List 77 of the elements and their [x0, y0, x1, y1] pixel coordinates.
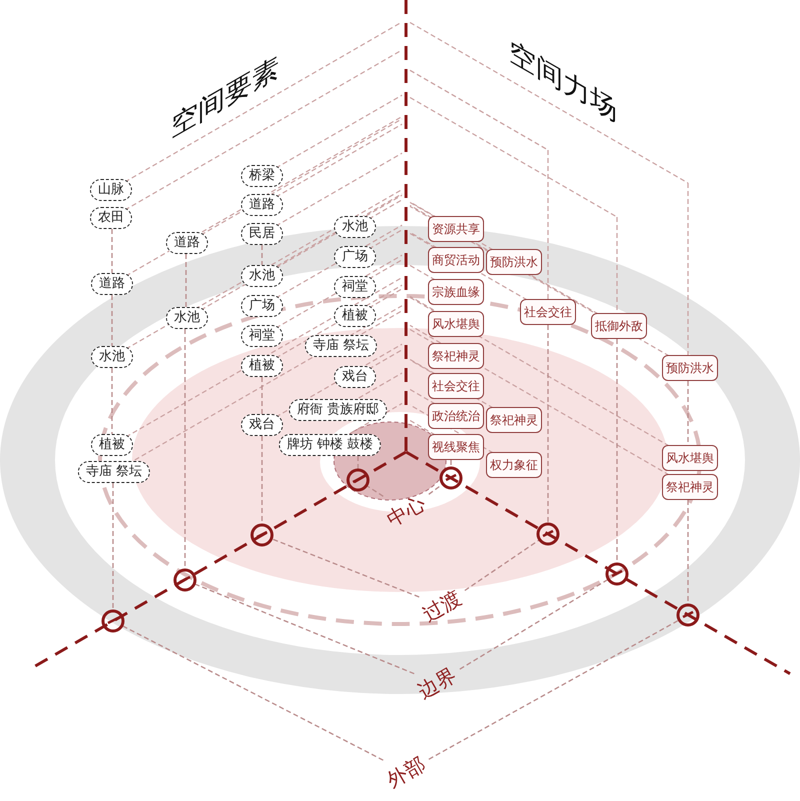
drop-line	[261, 436, 263, 524]
spatial-element-tag: 祠堂	[241, 325, 283, 347]
drop-line	[111, 229, 113, 273]
spatial-element-tag: 道路	[241, 194, 283, 216]
zone-label: 外部	[383, 752, 429, 792]
spatial-element-tag: 水池	[241, 265, 283, 287]
spatial-element-tag: 桥梁	[241, 165, 283, 187]
spatial-element-tag: 牌坊 钟楼 鼓楼	[278, 434, 382, 456]
drop-line	[687, 500, 689, 604]
ring-marker-icon	[439, 466, 463, 490]
ring-marker-icon	[173, 568, 197, 592]
spatial-force-tag: 权力象征	[486, 452, 542, 478]
spatial-element-tag: 水池	[166, 307, 208, 329]
spatial-force-tag: 预防洪水	[486, 249, 542, 275]
drop-line	[687, 381, 689, 445]
drop-line	[184, 329, 186, 569]
spatial-element-tag: 广场	[334, 246, 376, 268]
drop-line	[261, 245, 263, 265]
leader-line	[464, 540, 540, 592]
drop-line	[616, 339, 618, 563]
spatial-element-tag: 戏台	[334, 366, 376, 388]
leader-line	[428, 484, 442, 495]
spatial-force-tag: 祭祀神灵	[486, 407, 542, 433]
spatial-element-tag: 广场	[241, 295, 283, 317]
drop-line	[111, 295, 113, 346]
spatial-force-tag: 祭祀神灵	[428, 343, 484, 369]
leader-line	[459, 579, 608, 670]
spatial-element-tag: 植被	[91, 434, 133, 456]
spatial-force-tag: 预防洪水	[662, 355, 718, 381]
drop-line	[547, 325, 549, 523]
zone-label: 中心	[383, 491, 429, 531]
spatial-element-tag: 水池	[334, 216, 376, 238]
ring-marker-icon	[676, 603, 700, 627]
leader-line	[122, 625, 384, 761]
spatial-force-tag: 宗族血缘	[428, 279, 484, 305]
ring-marker-icon	[605, 562, 629, 586]
spatial-force-tag: 社会交往	[428, 373, 484, 399]
ring-marker-icon	[250, 523, 274, 547]
spatial-element-tag: 山脉	[90, 179, 132, 201]
leader-line	[194, 584, 414, 674]
leader-line	[428, 620, 679, 760]
spatial-element-tag: 府衙 贵族府邸	[288, 399, 388, 421]
spatial-element-tag: 寺庙 祭坛	[78, 461, 150, 483]
spatial-force-tag: 祭祀神灵	[662, 474, 718, 500]
drop-line	[357, 456, 359, 469]
ring-marker-icon	[346, 468, 370, 492]
ring-marker-icon	[536, 522, 560, 546]
spatial-force-tag: 抵御外敌	[591, 313, 647, 339]
plane-heading: 空间要素	[171, 52, 279, 144]
spatial-element-tag: 植被	[241, 355, 283, 377]
zone-label: 过渡	[419, 586, 465, 626]
drop-line	[111, 368, 113, 434]
leader-line	[272, 538, 420, 598]
spatial-element-tag: 道路	[166, 232, 208, 254]
spatial-element-tag: 寺庙 祭坛	[304, 335, 378, 357]
spatial-element-tag: 民居	[241, 223, 283, 245]
spatial-element-tag: 道路	[91, 273, 133, 295]
zone-label: 边界	[414, 663, 460, 703]
spatial-element-tag: 戏台	[241, 414, 283, 436]
spatial-element-tag: 农田	[90, 207, 132, 229]
spatial-force-tag: 风水堪舆	[428, 311, 484, 337]
spatial-force-tag: 资源共享	[428, 216, 484, 242]
drop-line	[450, 460, 452, 467]
spatial-force-tag: 视线聚焦	[428, 434, 484, 460]
spatial-element-tag: 祠堂	[334, 276, 376, 298]
spatial-element-tag: 水池	[91, 346, 133, 368]
leader-line	[366, 485, 384, 497]
drop-line	[112, 483, 114, 610]
spatial-force-tag: 风水堪舆	[662, 445, 718, 471]
spatial-force-tag: 社会交往	[520, 299, 576, 325]
drop-line	[261, 377, 263, 414]
spatial-force-tag: 政治统治	[428, 403, 484, 429]
spatial-element-tag: 植被	[334, 305, 376, 327]
plane-heading: 空间力场	[509, 36, 617, 128]
spatial-force-tag: 商贸活动	[428, 247, 484, 273]
ring-marker-icon	[101, 609, 125, 633]
drop-line	[185, 254, 187, 307]
